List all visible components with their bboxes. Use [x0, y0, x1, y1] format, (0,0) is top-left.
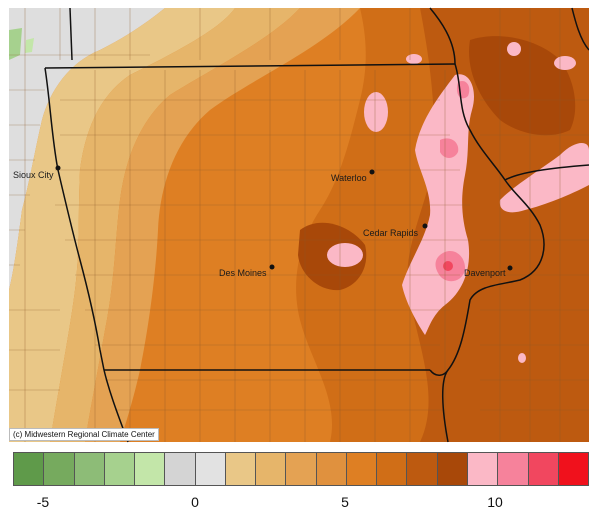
city-dot-waterloo: [369, 169, 375, 175]
extreme-anomaly-spot: [518, 353, 526, 363]
legend-swatch: [557, 452, 589, 486]
map-credit: (c) Midwestern Regional Climate Center: [9, 428, 159, 441]
city-markers: Sioux City Waterloo Cedar Rapids Des Moi…: [13, 165, 513, 278]
legend-swatch: [164, 452, 196, 486]
city-label-waterloo: Waterloo: [331, 173, 367, 183]
city-label-cedar-rapids: Cedar Rapids: [363, 228, 419, 238]
neutral-region: [9, 8, 165, 290]
extreme-anomaly-spot: [507, 42, 521, 56]
legend-swatch: [345, 452, 378, 486]
city-dot-cedar-rapids: [422, 223, 428, 229]
legend-swatch: [134, 452, 166, 486]
legend-tick-label: 5: [341, 494, 349, 510]
extreme-anomaly-spot: [554, 56, 576, 70]
extreme-anomaly-spot: [327, 243, 363, 267]
legend-swatch: [406, 452, 438, 486]
warm-anomaly-band: [85, 8, 360, 442]
legend-swatch: [466, 452, 499, 486]
city-label-des-moines: Des Moines: [219, 268, 267, 278]
legend-tick-label: 10: [487, 494, 503, 510]
city-dot-davenport: [507, 265, 513, 271]
legend-swatch: [224, 452, 257, 486]
legend-tick-label: -5: [36, 494, 50, 510]
extreme-anomaly-band: [499, 143, 589, 213]
city-label-davenport: Davenport: [464, 268, 506, 278]
extreme-anomaly-spot: [443, 261, 453, 271]
legend-swatch: [13, 452, 45, 486]
legend-swatch: [73, 452, 105, 486]
legend-swatch: [497, 452, 529, 486]
legend-swatch: [194, 452, 226, 486]
anomaly-map: Sioux City Waterloo Cedar Rapids Des Moi…: [9, 7, 589, 443]
extreme-anomaly-spot: [440, 138, 459, 158]
cool-anomaly-patch: [9, 28, 22, 60]
county-grid: [9, 8, 589, 442]
legend-swatch: [527, 452, 559, 486]
state-borders: [44, 7, 589, 443]
extreme-anomaly-spot: [406, 54, 422, 64]
city-label-sioux-city: Sioux City: [13, 170, 54, 180]
very-strong-anomaly-region: [469, 36, 576, 136]
extreme-anomaly-spot: [364, 92, 388, 132]
light-anomaly-band: [9, 8, 235, 442]
legend-swatch: [43, 452, 75, 486]
legend-swatch: [285, 452, 317, 486]
color-legend: [13, 452, 589, 486]
legend-tick-label: 0: [191, 494, 199, 510]
legend-swatch: [376, 452, 408, 486]
legend-swatch: [103, 452, 136, 486]
legend-swatch: [436, 452, 468, 486]
city-dot-des-moines: [269, 264, 275, 270]
city-dot-sioux-city: [55, 165, 61, 171]
cool-anomaly-patch: [25, 38, 34, 53]
legend-swatch: [255, 452, 287, 486]
legend-swatch: [315, 452, 347, 486]
moderate-anomaly-band: [50, 8, 300, 442]
